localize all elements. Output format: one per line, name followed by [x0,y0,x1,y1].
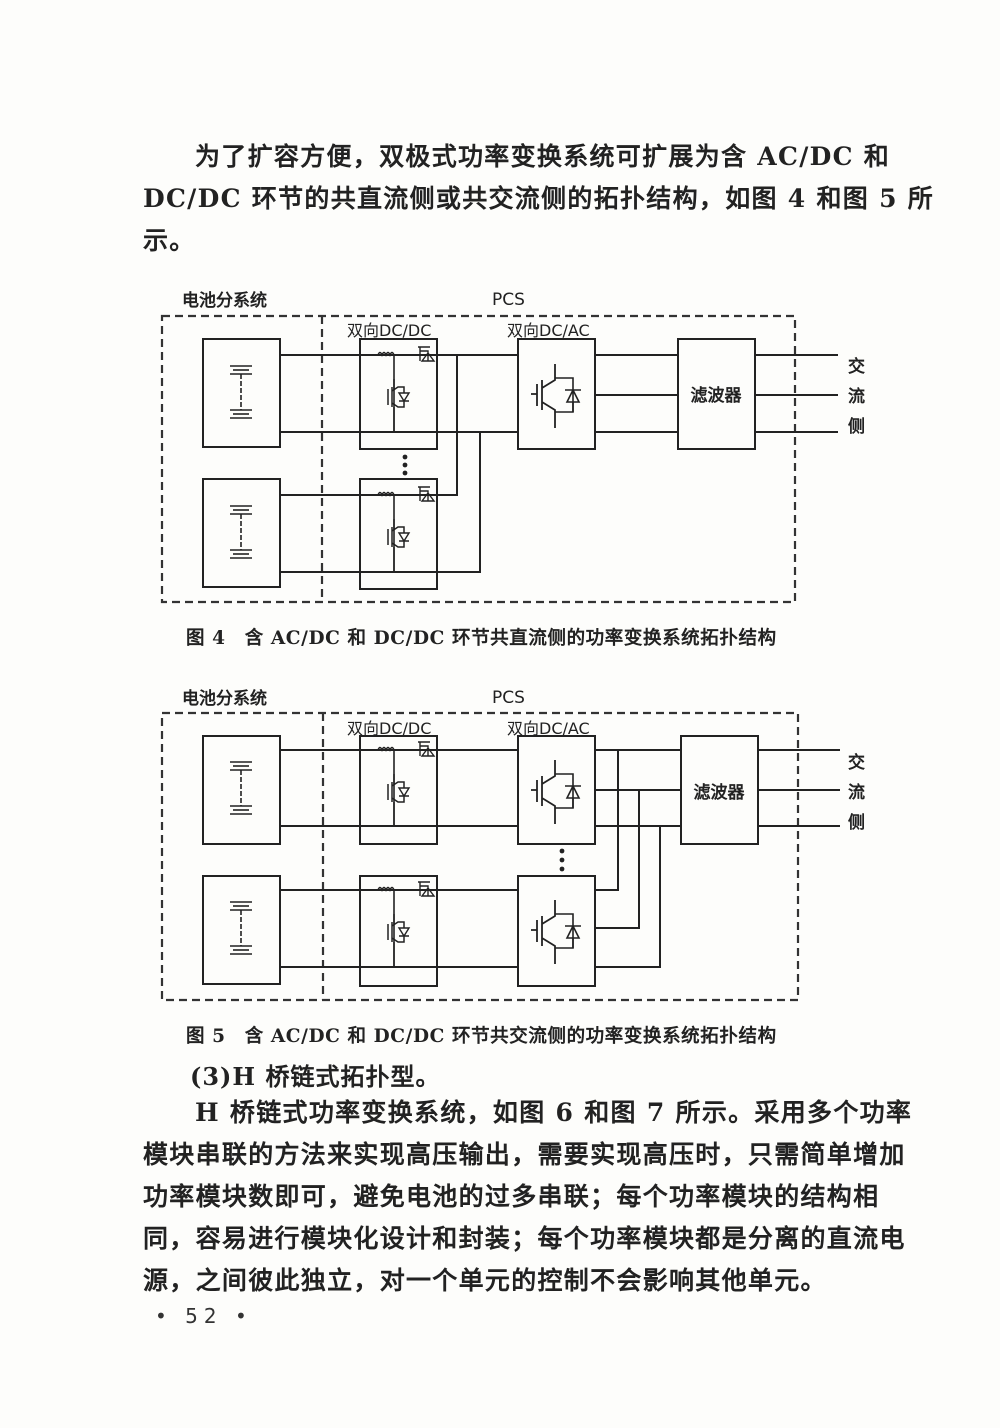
body-line-4: 同，容易进行模块化设计和封装；每个功率模块都是分离的直流电 [143,1224,906,1253]
ellipsis-dot [402,454,408,460]
body-paragraph: H 桥链式功率变换系统，如图 6 和图 7 所示。采用多个功率 模块串联的方法来… [143,1092,913,1302]
figure-5-caption: 图 5 含 AC/DC 和 DC/DC 环节共交流侧的功率变换系统拓扑结构 [186,1026,777,1047]
igbt-icon [531,900,581,964]
dc-wires-module-1 [280,749,518,827]
ellipsis-dot [559,866,565,872]
inverter-2-phase-c [595,826,661,968]
dcac-label: 双向DC/AC [507,719,590,738]
figure-4-caption: 图 4 含 AC/DC 和 DC/DC 环节共直流侧的功率变换系统拓扑结构 [186,628,777,649]
dcdc-switch-icon [377,486,436,572]
figure-4-diagram: 电池分系统 PCS 双向DC/DC 双向DC/AC 滤波器 交 流 侧 [160,290,865,604]
battery-subsystem-label: 电池分系统 [182,290,267,311]
dcdc-converter-2 [359,875,438,987]
battery-icon [230,761,252,815]
igbt-icon [531,364,581,428]
battery-module-2 [202,875,281,985]
battery-icon [230,505,252,559]
battery-module-1 [202,338,281,448]
body-line-1: H 桥链式功率变换系统，如图 6 和图 7 所示。采用多个功率 [195,1098,913,1127]
ac-side-label-2: 流 [848,386,865,407]
dcac-inverter-1 [517,735,596,845]
filter-label: 滤波器 [694,782,746,803]
inverter-2-phase-a [595,750,619,891]
dcdc-switch-icon [377,741,436,827]
ac-side-label-3: 侧 [848,416,865,437]
dcdc-switch-icon [377,346,436,432]
body-line-2: 模块串联的方法来实现高压输出，需要实现高压时，只需简单增加 [143,1140,906,1169]
section-heading: (3)H 桥链式拓扑型。 [190,1062,441,1091]
intro-line-1: 为了扩容方便，双极式功率变换系统可扩展为含 AC/DC 和 [195,142,891,171]
module-2-positive-wire [280,355,458,496]
battery-module-2 [202,478,281,588]
ac-wires-inverter-to-filter [595,354,678,433]
dcac-label: 双向DC/AC [507,321,590,340]
ellipsis-dot [559,848,565,854]
inverter-2-phase-b [595,790,640,929]
ac-side-label-2: 流 [848,782,865,803]
intro-line-3: 示。 [143,226,196,255]
pcs-label: PCS [492,688,525,708]
dcdc-converter-2 [359,478,438,590]
battery-module-1 [202,735,281,845]
body-line-5: 源，之间彼此独立，对一个单元的控制不会影响其他单元。 [143,1266,827,1295]
dcdc-converter-1 [359,735,438,845]
battery-subsystem-boundary [160,314,797,604]
dcdc-label: 双向DC/DC [347,719,431,738]
ac-output-wires [755,354,838,433]
body-line-3: 功率模块数即可，避免电池的过多串联；每个功率模块的结构相 [143,1182,880,1211]
intro-paragraph: 为了扩容方便，双极式功率变换系统可扩展为含 AC/DC 和 DC/DC 环节的共… [143,136,935,262]
igbt-icon [531,760,581,824]
dcdc-converter-1 [359,338,438,450]
ac-output-wires [758,749,840,827]
page-number: • 52 • [155,1304,253,1328]
battery-subsystem-boundary [160,711,800,1002]
dc-wires-module-2 [280,889,518,968]
pcs-label: PCS [492,290,525,310]
ac-side-label-1: 交 [848,356,865,377]
dcac-inverter [517,338,596,450]
battery-icon [230,365,252,419]
dcdc-label: 双向DC/DC [347,321,431,340]
ac-side-label-3: 侧 [848,812,865,833]
battery-subsystem-label: 电池分系统 [182,688,267,709]
ellipsis-dot [402,462,408,468]
dcdc-switch-icon [377,881,436,967]
battery-icon [230,901,252,955]
dcac-inverter-2 [517,875,596,987]
intro-line-2: DC/DC 环节的共直流侧或共交流侧的拓扑结构，如图 4 和图 5 所 [143,184,935,213]
figure-5-diagram: 电池分系统 PCS 双向DC/DC 双向DC/AC 滤波器 交 流 侧 [160,688,865,1002]
ellipsis-dot [559,857,565,863]
module-2-negative-wire [280,432,481,573]
filter-label: 滤波器 [691,385,743,406]
ac-side-label-1: 交 [848,752,865,773]
ellipsis-dot [402,470,408,476]
